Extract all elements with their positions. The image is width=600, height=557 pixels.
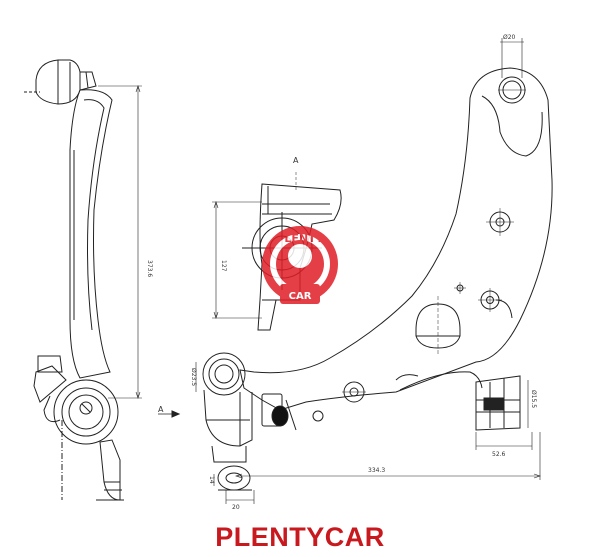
watermark-top-text: PLENTY — [276, 232, 324, 245]
side-view-arm — [69, 89, 113, 379]
dim-bushing-diameter: Ø23.5 — [190, 368, 197, 386]
dim-ball-joint-width: 20 — [232, 504, 240, 511]
top-view-front-bushing — [202, 352, 246, 396]
side-view-top-joint — [35, 59, 97, 105]
dim-pin-diameter: Ø20 — [503, 34, 516, 41]
side-view-bushing — [53, 379, 119, 445]
dim-rear-bushing-diameter: Ø15.5 — [530, 390, 537, 408]
dim-rear-bushing-width: 52.6 — [492, 451, 506, 458]
dim-ball-joint-height: 14 — [208, 476, 215, 484]
dim-section-height: 127 — [220, 260, 227, 272]
section-view-label: A — [293, 156, 299, 165]
dim-overall-length: 334.3 — [368, 467, 385, 474]
watermark-logo: PLENTY CAR — [262, 226, 338, 304]
top-view-rear-bushing — [475, 375, 521, 431]
top-view-neck-seal — [271, 405, 289, 427]
top-view — [158, 38, 553, 504]
top-view-plate — [239, 67, 553, 411]
watermark-bottom-text: CAR — [289, 291, 312, 302]
side-view — [24, 59, 142, 501]
dim-overall-height: 373.6 — [146, 260, 153, 277]
side-view-stud — [99, 439, 121, 501]
brand-name: PLENTYCAR — [215, 522, 385, 552]
view-arrow-label: A — [158, 405, 164, 414]
